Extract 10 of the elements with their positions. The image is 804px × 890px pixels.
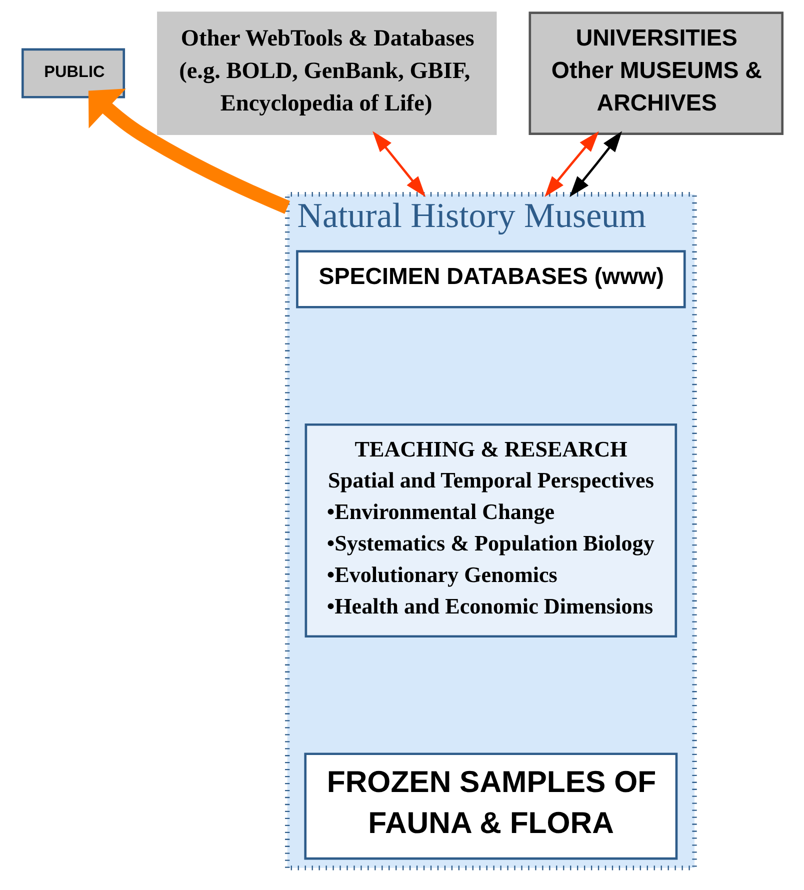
node-box: TEACHING & RESEARCH Spatial and Temporal Perspectives •Environmental Change •Systematics & Population Biology •Evolutionary Genomics •Health and Economic Dimensions — [304, 423, 677, 638]
arrow — [569, 131, 622, 197]
arrow — [88, 88, 290, 214]
node-box: SPECIMEN DATABASES (www) — [296, 250, 686, 308]
arrow — [544, 131, 598, 198]
arrow — [372, 131, 426, 198]
node-box: PUBLIC — [21, 48, 125, 98]
node-box: FROZEN SAMPLES OF FAUNA & FLORA — [304, 752, 678, 860]
node-box: UNIVERSITIES Other MUSEUMS & ARCHIVES — [528, 12, 783, 135]
node-box: Other WebTools & Databases (e.g. BOLD, GenBank, GBIF, Encyclopedia of Life) — [156, 12, 496, 135]
